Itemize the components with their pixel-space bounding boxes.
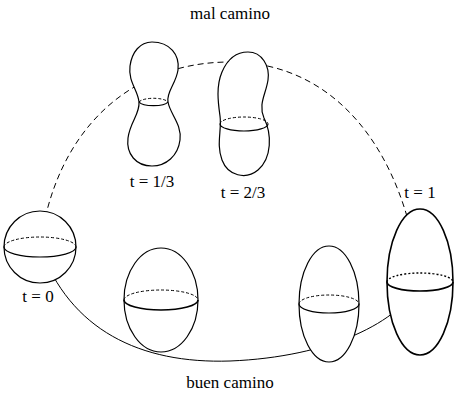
sphere — [4, 211, 76, 283]
ellipsoid — [387, 209, 453, 355]
time-label: t = 1 — [404, 184, 435, 201]
time-label: t = 1/3 — [130, 173, 175, 190]
path-title: buen camino — [186, 374, 273, 391]
ellipsoid — [124, 248, 198, 352]
good-path — [40, 247, 420, 361]
time-label: t = 0 — [22, 288, 53, 305]
time-label: t = 2/3 — [221, 184, 266, 201]
peanut-shape — [128, 42, 180, 166]
irregular-shape — [218, 52, 269, 175]
ellipsoid — [299, 246, 359, 362]
path-title: mal camino — [190, 5, 270, 22]
